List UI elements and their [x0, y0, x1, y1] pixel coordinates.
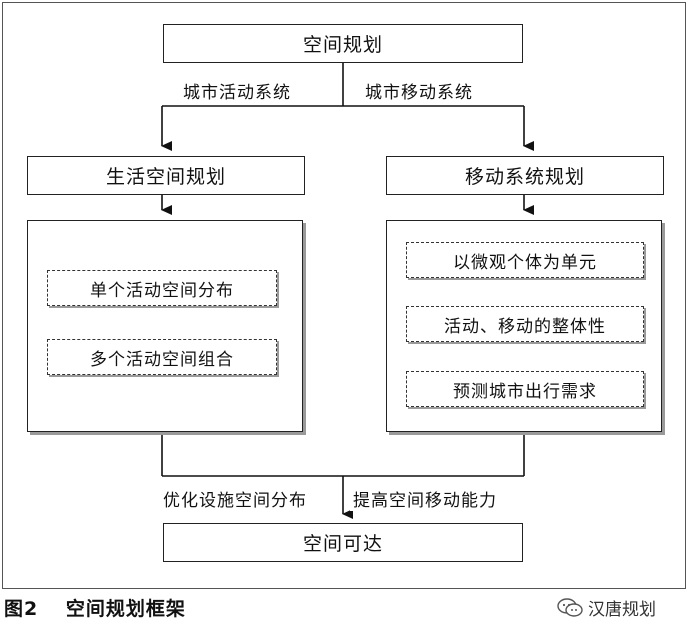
figure-frame	[2, 2, 686, 589]
bottom-right-label: 提高空间移动能力	[350, 486, 500, 511]
right-step-1: 以微观个体为单元	[406, 242, 644, 278]
wechat-icon	[557, 597, 583, 617]
right-step-2: 活动、移动的整体性	[406, 306, 644, 342]
watermark: 汉唐规划	[556, 595, 656, 620]
figure-caption: 图2 空间规划框架	[4, 594, 186, 621]
caption-title: 空间规划框架	[65, 598, 186, 620]
right-step-3: 预测城市出行需求	[406, 371, 644, 407]
top-node: 空间规划	[163, 24, 523, 63]
left-step-2: 多个活动空间组合	[47, 339, 277, 375]
right-branch-label: 城市移动系统	[362, 78, 476, 103]
left-step-1: 单个活动空间分布	[47, 270, 277, 306]
watermark-text: 汉唐规划	[588, 600, 656, 620]
left-node: 生活空间规划	[27, 156, 305, 195]
left-branch-label: 城市活动系统	[180, 78, 294, 103]
bottom-node: 空间可达	[163, 523, 523, 562]
bottom-left-label: 优化设施空间分布	[160, 486, 310, 511]
caption-number: 图2	[4, 598, 39, 620]
right-node: 移动系统规划	[386, 156, 664, 195]
left-panel	[27, 220, 303, 432]
